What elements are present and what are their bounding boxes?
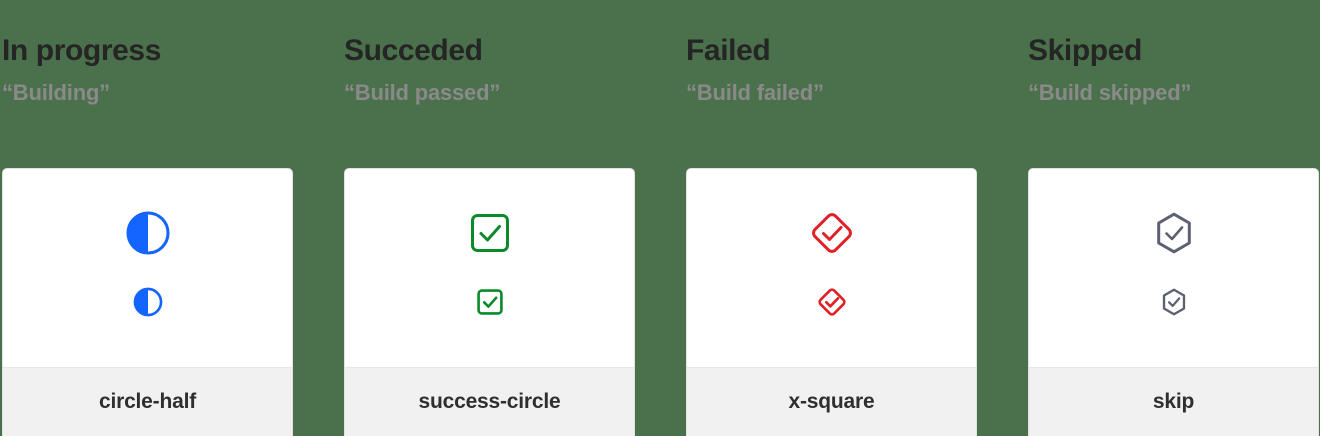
column-title: In progress <box>2 34 161 67</box>
status-column-failed: Failed “Build failed” <box>684 0 1026 436</box>
column-subtitle: “Build failed” <box>686 80 824 105</box>
skip-icon <box>1159 287 1189 317</box>
circle-half-icon <box>125 210 171 256</box>
column-header: Failed “Build failed” <box>684 0 1026 108</box>
column-header: Succeded “Build passed” <box>342 0 684 108</box>
success-circle-icon <box>467 210 513 256</box>
icon-card-x-square[interactable]: x-square <box>686 168 977 436</box>
icon-preview-small <box>1159 279 1189 325</box>
column-title: Failed <box>686 34 771 67</box>
icon-name-label: x-square <box>788 390 875 413</box>
status-column-skipped: Skipped “Build skipped” <box>1026 0 1320 436</box>
icon-preview-small <box>475 279 505 325</box>
icon-card-body <box>345 169 634 367</box>
column-title: Skipped <box>1028 34 1142 67</box>
status-column-succeded: Succeded “Build passed” <box>342 0 684 436</box>
column-subtitle: “Build skipped” <box>1028 80 1192 105</box>
icon-card-body <box>687 169 976 367</box>
icon-card-skip[interactable]: skip <box>1028 168 1319 436</box>
icon-name-label: circle-half <box>98 390 196 413</box>
success-circle-icon <box>475 287 505 317</box>
icon-name-label: success-circle <box>418 390 561 413</box>
status-column-in-progress: In progress “Building” <box>0 0 342 436</box>
icon-card-body <box>3 169 292 367</box>
icon-preview-small <box>133 279 163 325</box>
x-square-icon <box>808 209 856 257</box>
icon-card-footer: skip <box>1029 367 1318 436</box>
icon-card-footer: success-circle <box>345 367 634 436</box>
icon-preview-large <box>125 207 171 259</box>
column-header: In progress “Building” <box>0 0 342 108</box>
icon-card-footer: circle-half <box>3 367 292 436</box>
icon-card-circle-half[interactable]: circle-half <box>2 168 293 436</box>
icon-preview-large <box>1151 207 1197 259</box>
icon-card-success-circle[interactable]: success-circle <box>344 168 635 436</box>
icon-preview-small <box>816 279 848 325</box>
column-header: Skipped “Build skipped” <box>1026 0 1320 108</box>
icon-card-body <box>1029 169 1318 367</box>
circle-half-icon <box>133 287 163 317</box>
column-title: Succeded <box>344 34 483 67</box>
icon-name-label: skip <box>1152 390 1195 413</box>
icon-preview-large <box>808 207 856 259</box>
x-square-icon <box>816 286 848 318</box>
skip-icon <box>1151 210 1197 256</box>
column-subtitle: “Build passed” <box>344 80 501 105</box>
icon-card-footer: x-square <box>687 367 976 436</box>
icon-preview-large <box>467 207 513 259</box>
column-subtitle: “Building” <box>2 80 110 105</box>
